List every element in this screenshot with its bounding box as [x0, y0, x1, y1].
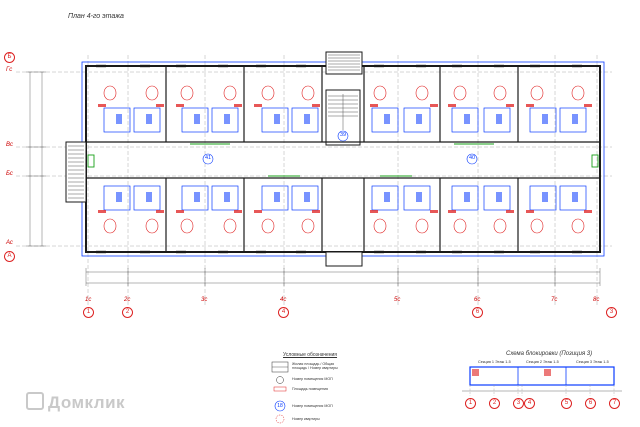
stair-core-steps — [328, 94, 358, 130]
area-label-icon — [273, 386, 287, 392]
bubble-18-icon — [274, 400, 286, 412]
room-tag-39 — [337, 130, 349, 142]
col-axis-bubble-6: 6 — [472, 307, 483, 318]
room-tag-40 — [466, 153, 478, 165]
col-axis-label-4s: 4с — [280, 297, 287, 303]
scheme-red-mark-2 — [544, 369, 551, 376]
legend-item-room-stamp: Жилая площадь / Общая площадь / Номер кв… — [292, 362, 338, 371]
scheme-axis-6: 6 — [585, 398, 596, 409]
left-balcony — [65, 141, 87, 203]
left-balcony-hatching — [68, 145, 84, 199]
blocking-scheme-drawing — [462, 366, 622, 396]
bathrooms-bottom — [103, 185, 587, 211]
bathrooms-top — [103, 107, 587, 133]
room-tag-41-label: 41 — [204, 155, 212, 161]
col-axis-label-5s: 5с — [394, 297, 401, 303]
scheme-axis-1: 1 — [465, 398, 476, 409]
watermark: Домклик — [26, 392, 125, 413]
row-axis-label-as: Ас — [6, 240, 13, 246]
corridor-green-elements — [87, 143, 599, 177]
legend-item-room-number: Номер помещения МОП — [292, 377, 333, 381]
room-tag-41 — [202, 153, 214, 165]
scheme-axis-7: 7 — [609, 398, 620, 409]
room-tag-39-label: 39 — [339, 132, 347, 138]
row-axis-bubble-b: Б — [4, 52, 15, 63]
legend-item-area: Площадь помещения — [292, 387, 328, 391]
col-axis-label-2s: 2с — [124, 297, 131, 303]
scheme-section-1: Секция 1 Этаж 1-5 — [478, 360, 511, 364]
row-axis-label-gs: Гс — [6, 67, 13, 73]
legend-item-bubble-18: Номер помещения МОП — [292, 404, 333, 408]
partition-walls — [165, 66, 519, 252]
dimension-chain-bottom — [85, 268, 601, 286]
dashed-bubble-icon — [275, 414, 285, 424]
scheme-axis-4: 4 — [524, 398, 535, 409]
row-axis-lines — [16, 71, 612, 247]
col-axis-bubble-3: 3 — [606, 307, 617, 318]
dimension-chain-left — [26, 71, 46, 247]
house-icon — [26, 392, 44, 410]
legend-item-dashed-bubble: Номер квартиры — [292, 417, 320, 421]
bottom-entrance — [325, 251, 363, 267]
fixtures-top — [116, 114, 578, 124]
row-axis-label-vs: Вс — [6, 142, 14, 148]
col-axis-bubble-4: 4 — [278, 307, 289, 318]
room-stamps — [103, 85, 585, 234]
fixtures-bottom — [116, 192, 578, 202]
room-number-bubble-icon — [276, 376, 284, 384]
watermark-text: Домклик — [48, 393, 126, 412]
row-axis-label-bs: Бс — [6, 171, 13, 177]
scheme-red-mark-1 — [472, 369, 479, 376]
col-axis-bubble-1: 1 — [83, 307, 94, 318]
bubble-18-label: 18 — [277, 403, 283, 409]
stair-top-landing — [325, 51, 363, 75]
scheme-axis-3: 3 — [513, 398, 524, 409]
scheme-title: Схема блокировки (Позиция 3) — [506, 351, 593, 357]
row-axis-bubble-a: А — [4, 251, 15, 262]
col-axis-label-7s: 7с — [551, 297, 558, 303]
legend-title: Условные обозначения — [283, 352, 338, 358]
scheme-outline — [469, 366, 615, 386]
stair-top-steps — [328, 54, 360, 71]
col-axis-label-3s: 3с — [201, 297, 208, 303]
area-tags — [98, 104, 592, 213]
scheme-section-2: Секция 2 Этаж 1-5 — [526, 360, 559, 364]
room-tag-40-label: 40 — [468, 155, 476, 161]
scheme-axis-2: 2 — [489, 398, 500, 409]
scheme-axis-5: 5 — [561, 398, 572, 409]
col-axis-label-8s: 8с — [593, 297, 600, 303]
col-axis-label-6s: 6с — [474, 297, 481, 303]
legend-icons — [271, 361, 289, 424]
scheme-section-3: Секция 3 Этаж 1-5 — [576, 360, 609, 364]
plan-title: План 4-го этажа — [68, 13, 124, 20]
col-axis-bubble-2: 2 — [122, 307, 133, 318]
col-axis-label-1s: 1с — [85, 297, 92, 303]
window-marks — [96, 64, 582, 254]
